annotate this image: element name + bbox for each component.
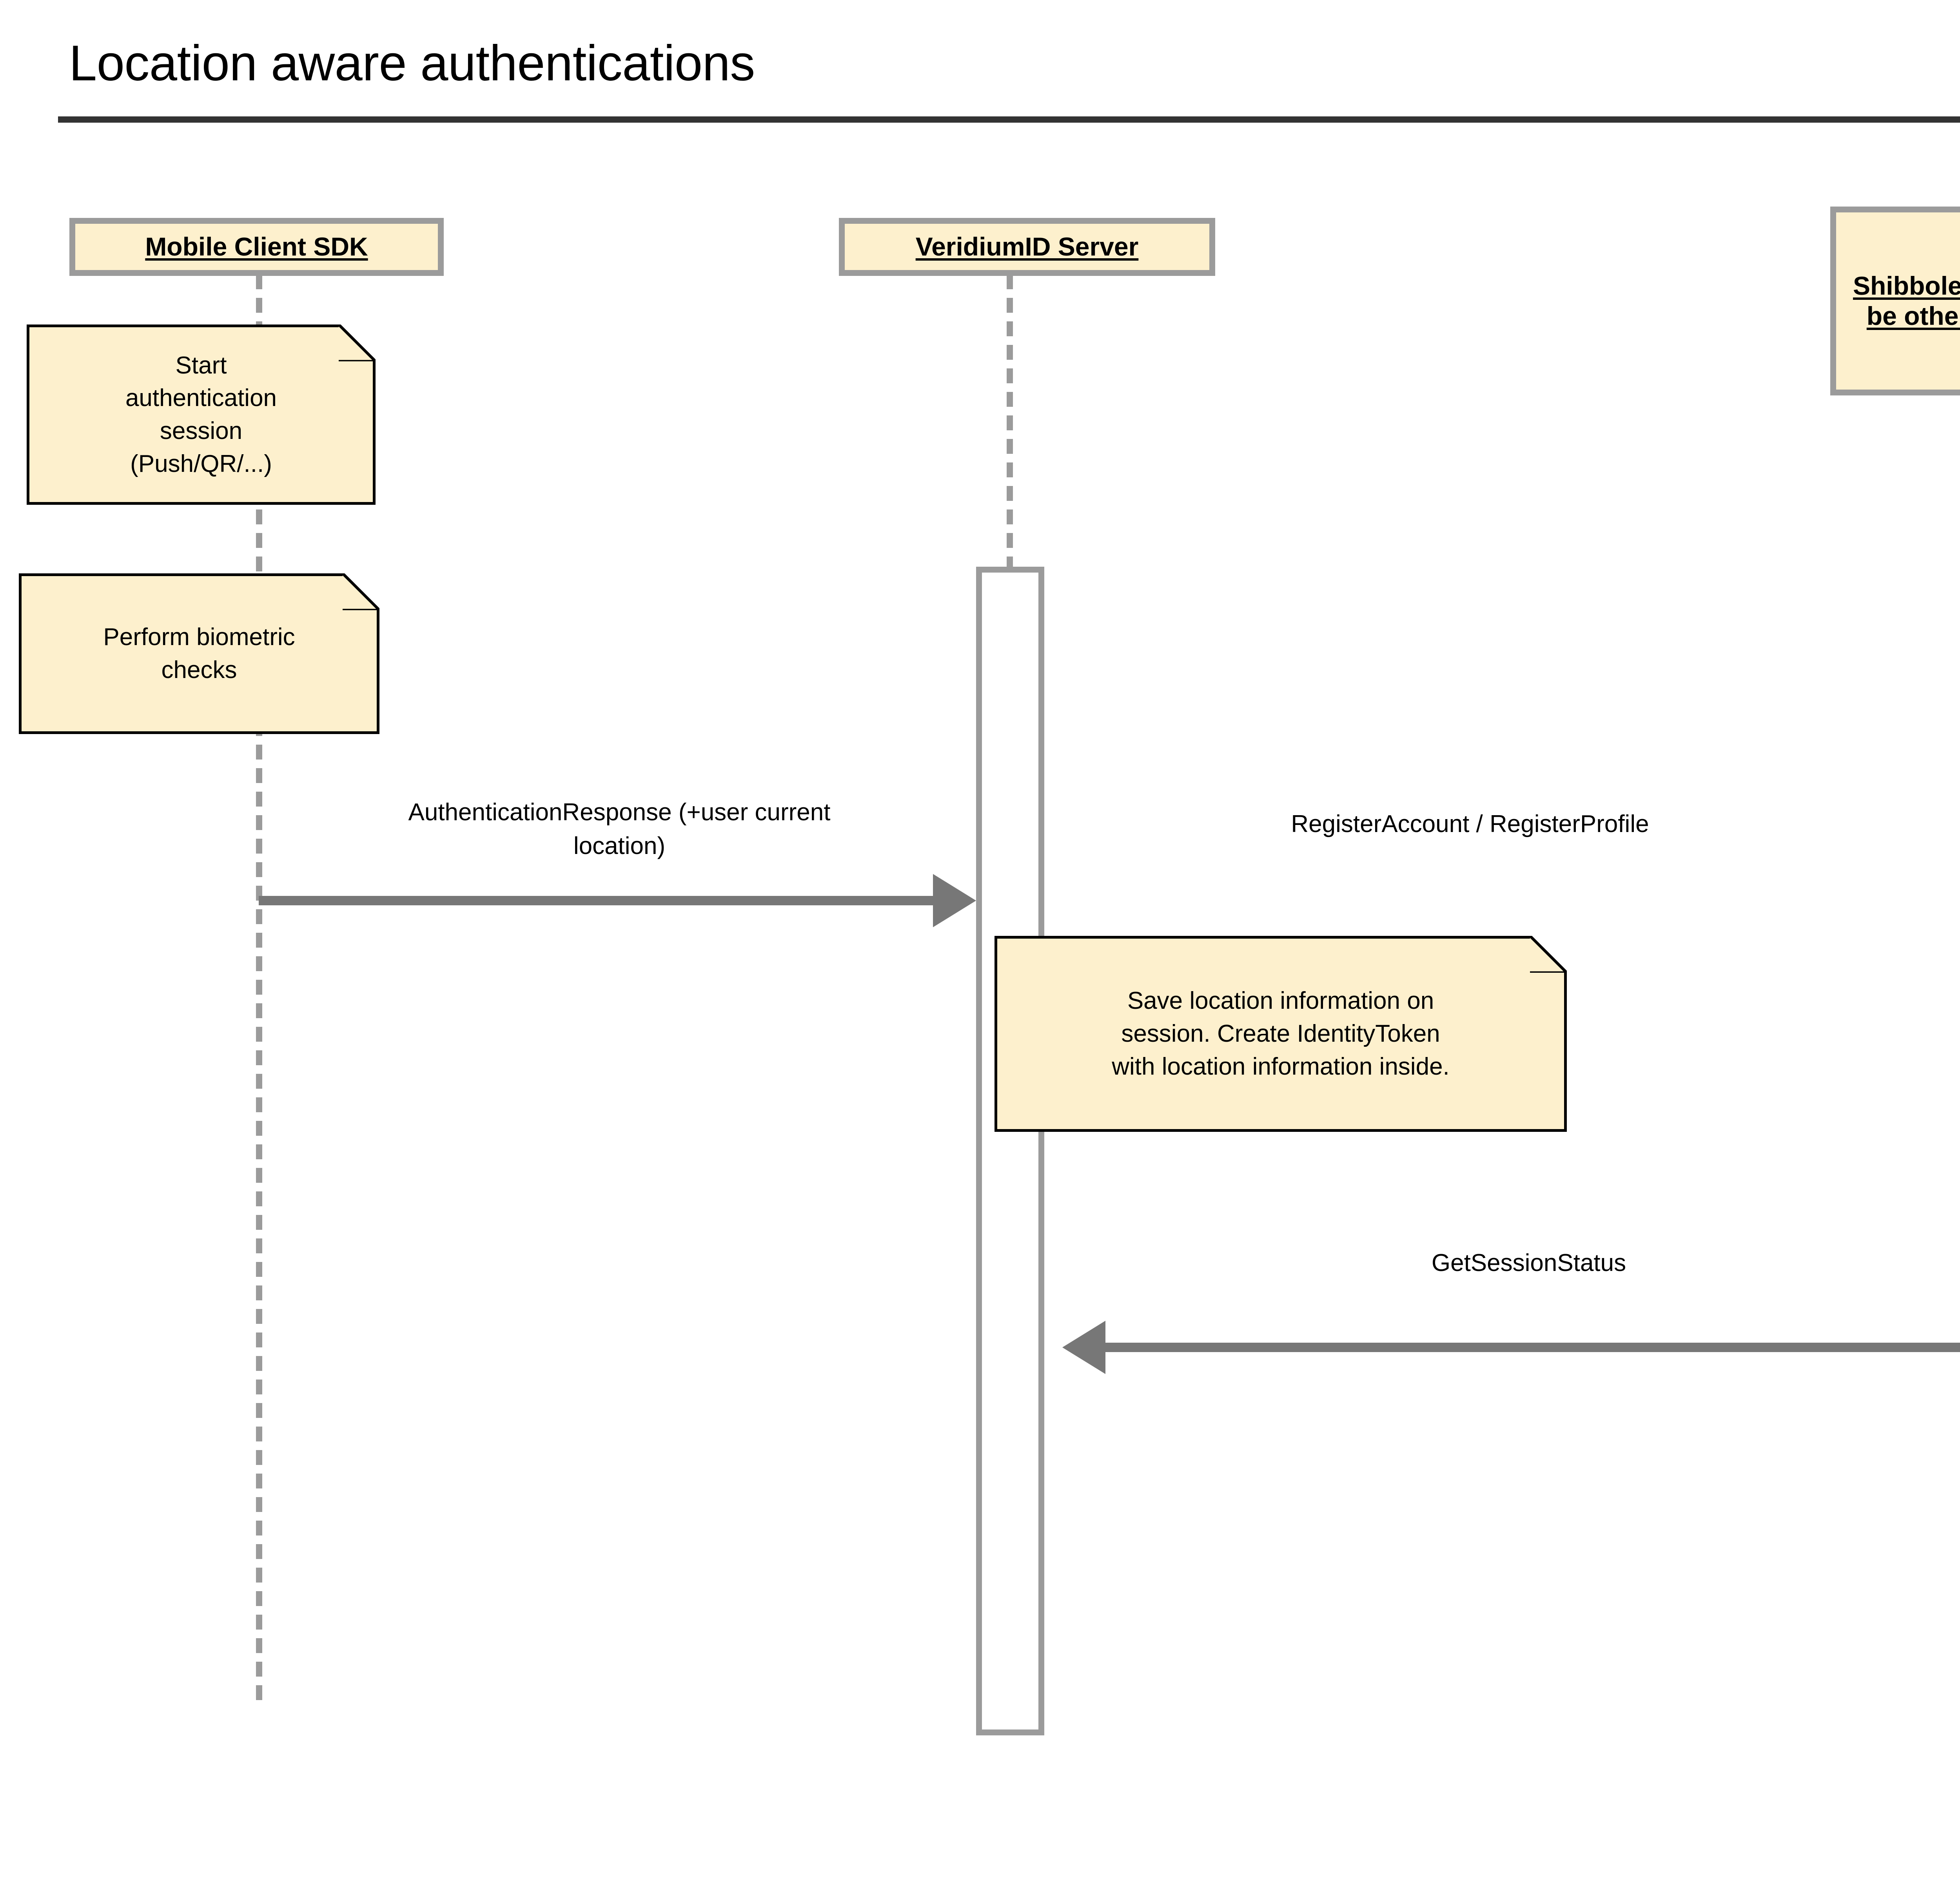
note-text-perform-biometric-checks: Perform biometric checks — [103, 624, 295, 683]
participant-label-veridiumid-server: VeridiumID Server — [915, 232, 1139, 261]
note-save-location-information[interactable]: Save location information on session. Cr… — [995, 935, 1568, 1132]
activation-bar-veridiumid-server — [976, 567, 1044, 1735]
message-label-register-account-profile: RegisterAccount / RegisterProfile — [1291, 810, 1649, 838]
note-text-start-authentication-session: Start authentication session (Push/QR/..… — [125, 352, 277, 477]
participant-shibboleth[interactable]: Shibboleth (example. Could be other inte… — [1830, 207, 1960, 395]
page-title: Location aware authentications — [69, 35, 755, 91]
message-label-authentication-response: AuthenticationResponse (+user current lo… — [408, 799, 831, 859]
lifeline-veridiumid-server — [1007, 274, 1013, 572]
note-start-authentication-session[interactable]: Start authentication session (Push/QR/..… — [27, 323, 377, 505]
participant-label-mobile-client-sdk: Mobile Client SDK — [145, 232, 368, 261]
note-perform-biometric-checks[interactable]: Perform biometric checks — [19, 572, 381, 734]
message-line-get-session-status — [1105, 1343, 1960, 1352]
message-arrowhead-authentication-response — [933, 874, 976, 927]
note-text-save-location-information: Save location information on session. Cr… — [1112, 987, 1450, 1080]
participant-mobile-client-sdk[interactable]: Mobile Client SDK — [69, 218, 444, 276]
note-background — [27, 325, 376, 505]
note-background — [19, 573, 379, 734]
participant-veridiumid-server[interactable]: VeridiumID Server — [839, 218, 1215, 276]
note-fold-diagonal-icon — [343, 573, 379, 610]
note-fold-diagonal-icon — [1530, 936, 1567, 973]
note-background — [995, 936, 1567, 1132]
message-line-authentication-response — [259, 896, 933, 905]
message-label-get-session-status: GetSessionStatus — [1431, 1249, 1626, 1276]
title-divider — [58, 116, 1960, 123]
note-fold-diagonal-icon — [339, 325, 376, 361]
participant-label-shibboleth: Shibboleth (example. Could be other inte… — [1853, 271, 1960, 330]
message-arrowhead-get-session-status — [1062, 1321, 1105, 1374]
